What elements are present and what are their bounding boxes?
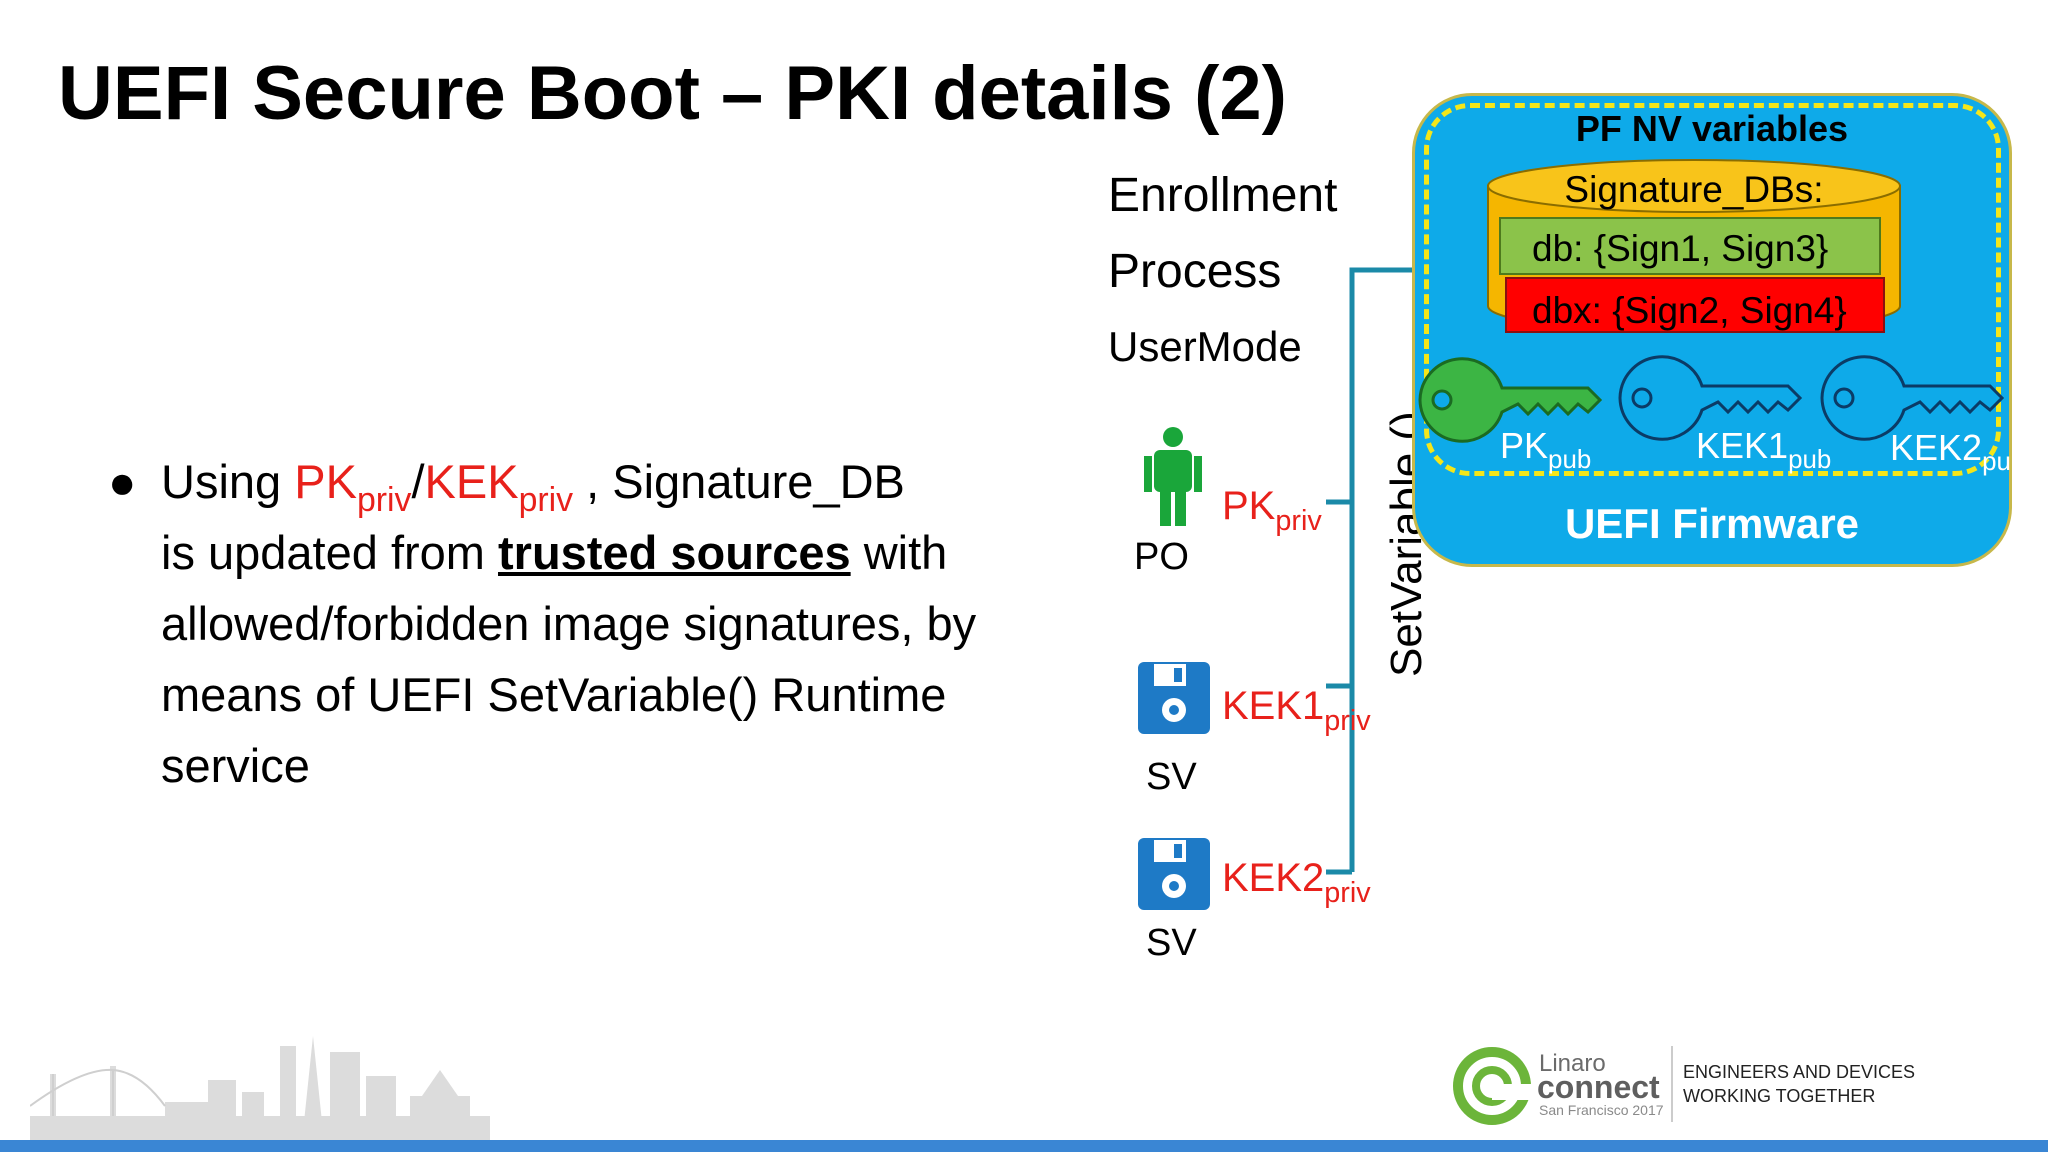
actor-key-pk: PKpriv [1222,484,1322,537]
bullet-trusted-sources: trusted sources [498,526,851,579]
actor-role-sv-1: SV [1146,756,1197,798]
brand-linaro: Linaro [1539,1050,1606,1077]
signature-db-title: Signature_DBs: [1564,169,1824,210]
bullet-text-updated: is updated from [161,526,499,579]
floppy-disk-icon [1138,838,1210,910]
linaro-connect-logo-icon [1453,1047,1532,1125]
enrollment-label: Enrollment [1108,169,1338,222]
footer-divider [1671,1046,1673,1122]
signature-db-cylinder [1487,159,1901,333]
bullet-slash: / [411,455,425,508]
bottom-accent-bar [0,1140,2048,1152]
person-icon [1144,427,1202,526]
nv-variables-dashed-region [1424,103,2001,476]
footer-slogan: ENGINEERS AND DEVICES WORKING TOGETHER [1683,1062,1916,1106]
bullet-point: ● Using PKpriv/KEKpriv , Signature_DB is… [108,446,1008,801]
bullet-text-rest: with allowed/forbidden image signatures,… [161,526,977,792]
db-row: db: {Sign1, Sign3} [1532,228,1829,269]
actor-key-kek2: KEK2priv [1222,856,1371,909]
actor-key-kek1: KEK1priv [1222,684,1371,737]
bullet-pk-sub: priv [356,480,412,519]
brand-connect: connect [1537,1069,1660,1105]
process-label: Process [1108,245,1282,298]
uefi-firmware-label: UEFI Firmware [1564,500,1860,547]
kek1-pub-label: KEK1pub [1696,425,1832,474]
kek1-key-icon [1618,355,1803,441]
bullet-text-using: Using [161,455,295,508]
actor-role-sv-2: SV [1146,922,1197,964]
usermode-label: UserMode [1108,323,1302,370]
bullet-kek: KEK [424,455,519,508]
kek2-pub-label: KEK2pub [1890,427,2026,476]
dbx-row: dbx: {Sign2, Sign4} [1532,290,1847,331]
pk-pub-label: PKpub [1500,425,1592,474]
bullet-marker: ● [108,455,137,508]
connector-trunk [1349,267,1412,872]
actor-role-po: PO [1134,536,1189,578]
slide-title: UEFI Secure Boot – PKI details (2) [58,51,1287,136]
skyline-illustration [30,1036,490,1140]
brand-location: San Francisco 2017 [1539,1102,1664,1118]
bullet-text-signature-db: , Signature_DB [573,455,905,508]
bullet-pk: PK [294,455,357,508]
floppy-disk-icon [1138,662,1210,734]
pk-key-icon [1418,357,1602,443]
setvariable-label: SetVariable () [1382,411,1431,677]
kek2-key-icon [1820,355,2005,441]
bullet-kek-sub: priv [518,480,574,519]
nv-variables-title: PF NV variables [1575,108,1849,149]
